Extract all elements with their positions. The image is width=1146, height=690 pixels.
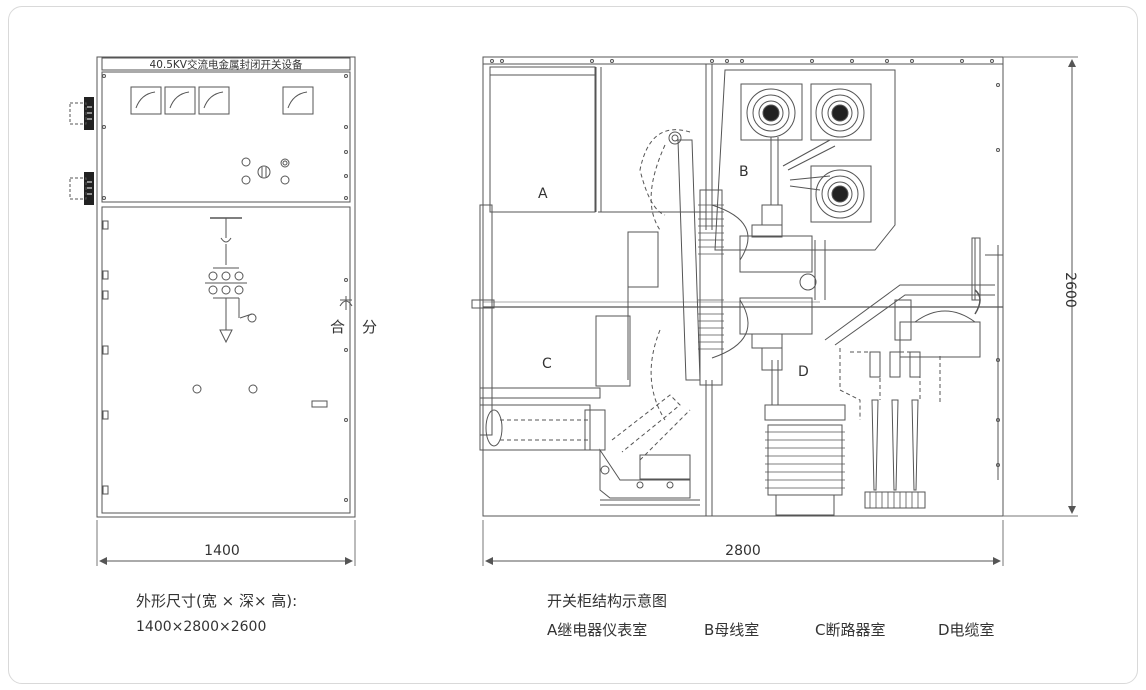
dimensions-title: 外形尺寸(宽 × 深× 高):: [136, 592, 298, 610]
compartment-b: [714, 69, 896, 251]
mimic-diagram: [205, 217, 257, 344]
front-view: 40.5KV交流电金属封闭开关设备: [69, 56, 377, 566]
section-outline: [482, 56, 1004, 517]
compartment-a-outline: [489, 66, 596, 213]
open-label: 分: [362, 318, 377, 336]
door-hinges: [102, 220, 348, 502]
compartment-d: [764, 237, 1003, 516]
section-view: [471, 56, 1078, 566]
indicator-lamps: [241, 157, 290, 185]
legend-b: B母线室: [704, 621, 760, 639]
instrument-panel: [101, 71, 351, 203]
compartment-c-label: C: [542, 356, 552, 372]
viewing-slot: [311, 400, 328, 408]
legend-c: C断路器室: [815, 621, 886, 639]
height-dimension-label: 2600: [1062, 272, 1078, 308]
spout-contacts: [711, 204, 817, 371]
drawing-frame: [8, 6, 1138, 684]
door-handle-upper: [69, 97, 94, 130]
legend-a: A继电器仪表室: [547, 621, 648, 639]
door-handle-lower: [69, 172, 94, 205]
width-dimension-label: 1400: [204, 543, 240, 559]
close-label: 合: [330, 318, 345, 336]
close-open-switch: [339, 296, 353, 310]
compartment-d-label: D: [798, 364, 809, 380]
front-cabinet-outline: [96, 56, 356, 518]
door-knob-left: [192, 384, 202, 394]
roof-bolts: [490, 59, 994, 63]
legend-d: D电缆室: [938, 621, 995, 639]
depth-dimension-label: 2800: [725, 543, 761, 559]
compartment-a-label: A: [538, 186, 548, 202]
nameplate-text: 40.5KV交流电金属封闭开关设备: [150, 58, 303, 71]
meter-gauges: [130, 86, 314, 115]
nameplate-box: [101, 57, 351, 71]
compartment-b-label: B: [739, 164, 749, 180]
side-bolts: [996, 83, 1000, 467]
lower-door: [101, 206, 351, 514]
dimensions-value: 1400×2800×2600: [136, 619, 267, 635]
door-knob-right: [248, 384, 258, 394]
breaker-mechanism: [595, 129, 724, 421]
panel-screws: [102, 74, 348, 200]
compartment-c: [471, 204, 700, 506]
structure-title: 开关柜结构示意图: [547, 592, 668, 610]
